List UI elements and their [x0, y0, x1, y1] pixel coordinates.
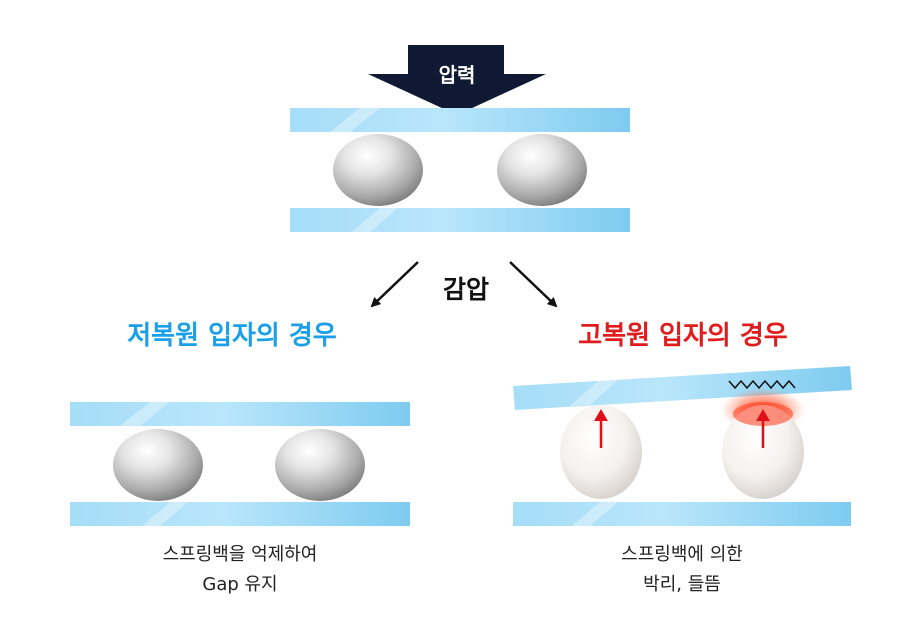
pressure-arrow [368, 45, 546, 115]
low-upper-plate [70, 402, 410, 426]
decompression-label: 감압 [442, 275, 490, 304]
high-caption-line-1: 스프링백에 의한 [621, 544, 743, 565]
top-particle-left [333, 134, 423, 206]
top-particle-right [497, 134, 587, 206]
high-upper-plate [513, 366, 852, 410]
low-particle-left [113, 429, 203, 501]
branch-arrow-right [509, 261, 558, 308]
high-recovery-title: 고복원 입자의 경우 [578, 321, 788, 351]
top-upper-plate [290, 108, 630, 132]
high-particle-right [722, 405, 804, 499]
pressure-label: 압력 [438, 63, 476, 87]
high-recovery-caption: 스프링백에 의한 박리, 들뜸 [502, 540, 862, 600]
low-caption-line-2: Gap 유지 [202, 574, 278, 595]
spring-arrow-left [594, 409, 608, 448]
low-lower-plate [70, 502, 410, 526]
high-particle-left [560, 405, 642, 499]
branch-arrow-left [370, 261, 419, 308]
high-lower-plate [513, 502, 851, 526]
low-caption-line-1: 스프링백을 억제하여 [162, 544, 318, 565]
spring-arrow-right [756, 409, 770, 448]
crack-zigzag [728, 379, 796, 390]
top-lower-plate [290, 208, 630, 232]
low-recovery-caption: 스프링백을 억제하여 Gap 유지 [60, 540, 420, 600]
high-caption-line-2: 박리, 들뜸 [643, 574, 721, 595]
low-recovery-title: 저복원 입자의 경우 [127, 321, 337, 351]
low-particle-right [275, 429, 365, 501]
